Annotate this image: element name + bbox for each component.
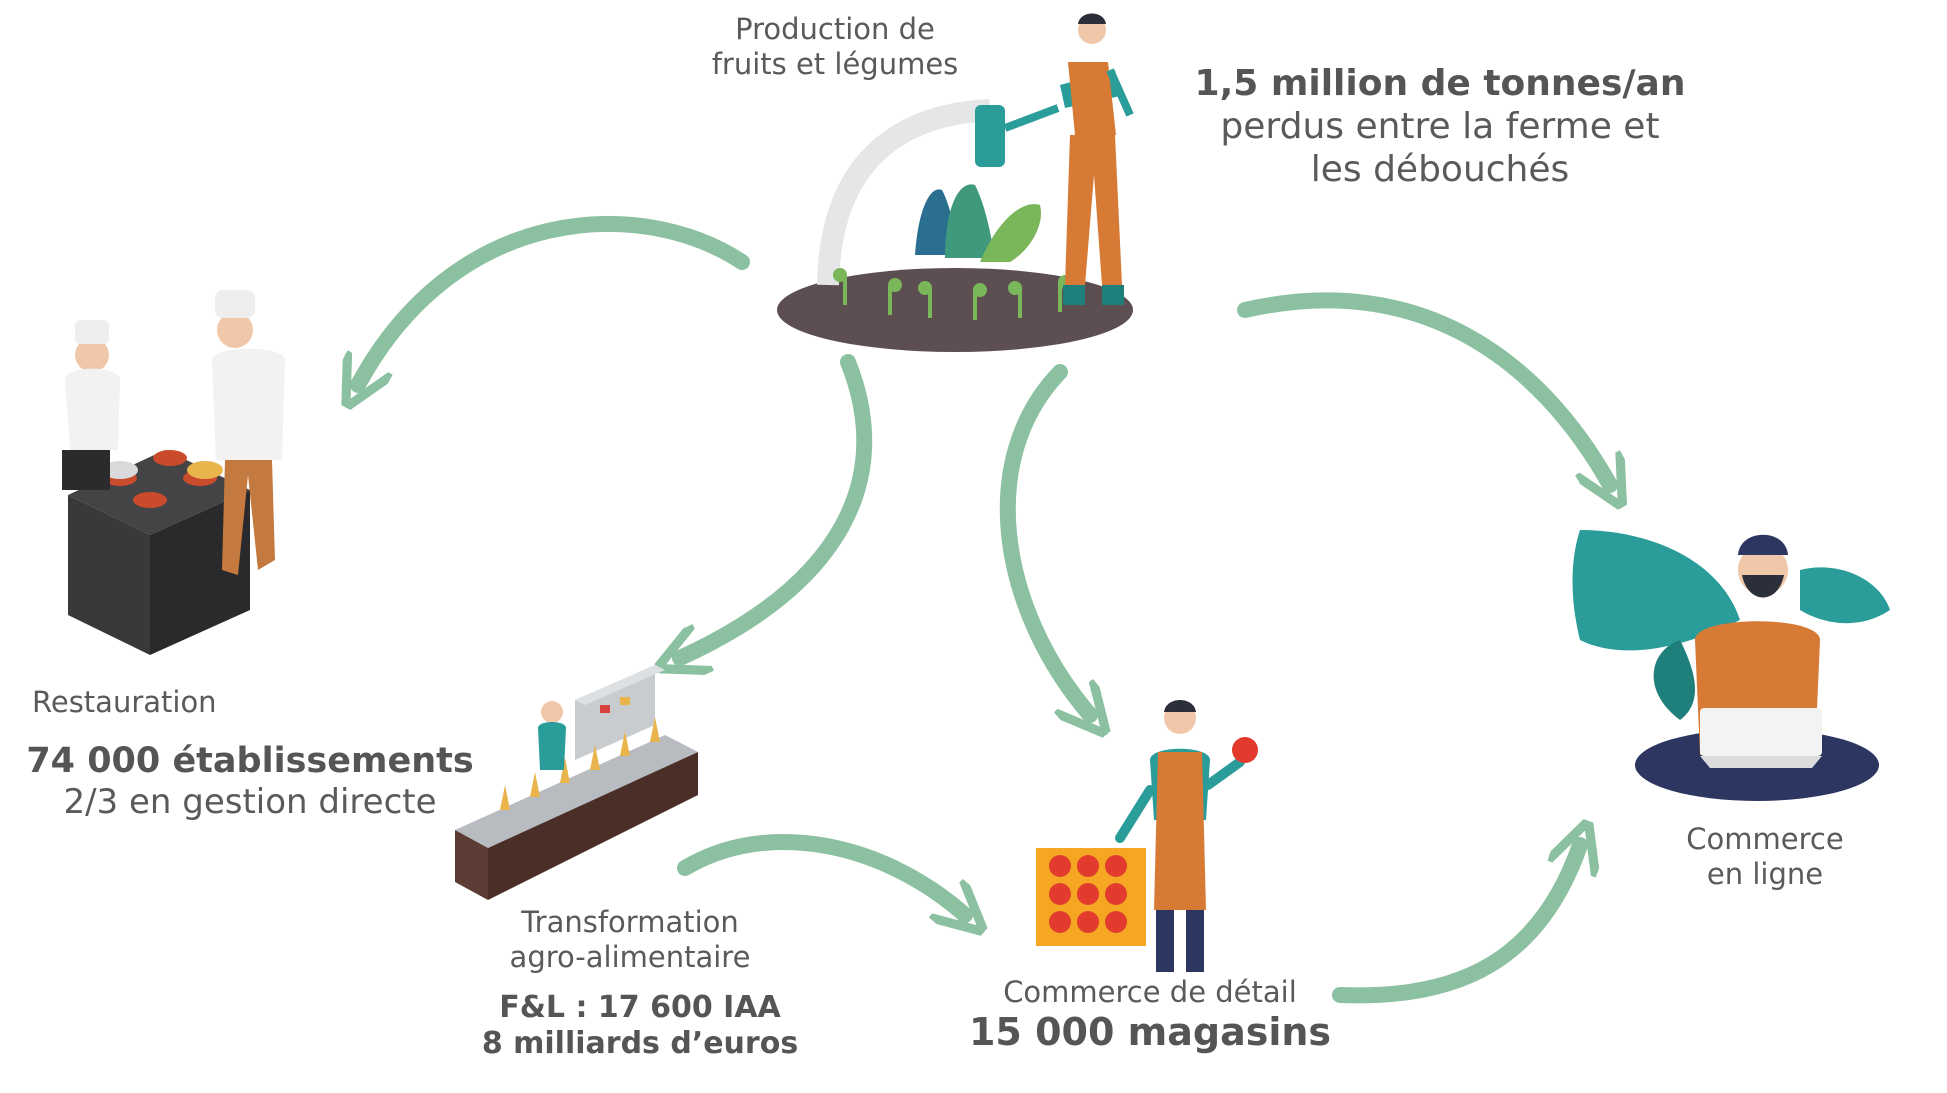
commerce-detail-label: Commerce de détail 15 000 magasins	[960, 975, 1340, 1055]
farmer-illustration-icon	[777, 13, 1134, 352]
production-line2: fruits et légumes	[711, 46, 959, 81]
restauration-title: Restauration	[32, 685, 217, 719]
online-label: Commerce en ligne	[1620, 822, 1910, 892]
grocer-apples-illustration-icon	[1036, 700, 1258, 972]
online-shopper-laptop-illustration-icon	[1572, 530, 1890, 801]
arrow-production-to-transformation	[680, 354, 873, 658]
commerce-detail-title: Commerce de détail	[1003, 975, 1297, 1009]
restauration-stat: 74 000 établissements	[26, 741, 474, 781]
transformation-stat2: 8 milliards d’euros	[481, 1026, 799, 1061]
conveyor-factory-illustration-icon	[455, 665, 698, 900]
transformation-line2: agro-alimentaire	[509, 939, 751, 974]
arrow-commerce-detail-to-online	[1332, 845, 1580, 1004]
losses-line3: les débouchés	[1310, 149, 1570, 191]
losses-line2: perdus entre la ferme et	[1220, 106, 1660, 148]
transformation-line1: Transformation	[521, 905, 739, 939]
arrow-production-to-online	[1237, 292, 1610, 485]
losses-callout: 1,5 million de tonnes/an perdus entre la…	[1150, 62, 1730, 192]
restauration-detail: 2/3 en gestion directe	[63, 782, 437, 822]
losses-headline: 1,5 million de tonnes/an	[1194, 63, 1686, 104]
online-line1: Commerce	[1686, 822, 1844, 856]
production-line1: Production de	[735, 12, 935, 46]
arrow-production-to-restauration	[358, 215, 750, 385]
production-label: Production de fruits et légumes	[680, 12, 990, 82]
arrow-production-to-commerce-detail	[999, 364, 1090, 715]
restauration-stats: 74 000 établissements 2/3 en gestion dir…	[20, 740, 480, 823]
online-line2: en ligne	[1706, 856, 1824, 891]
transformation-stats: F&L : 17 600 IAA 8 milliards d’euros	[470, 990, 810, 1062]
transformation-label: Transformation agro-alimentaire	[470, 905, 790, 975]
arrow-transformation-to-commerce-detail	[677, 834, 965, 915]
transformation-stat1: F&L : 17 600 IAA	[499, 990, 781, 1025]
commerce-detail-stat: 15 000 magasins	[968, 1009, 1332, 1054]
chefs-kitchen-illustration-icon	[62, 290, 285, 655]
arrows	[358, 215, 1610, 1004]
